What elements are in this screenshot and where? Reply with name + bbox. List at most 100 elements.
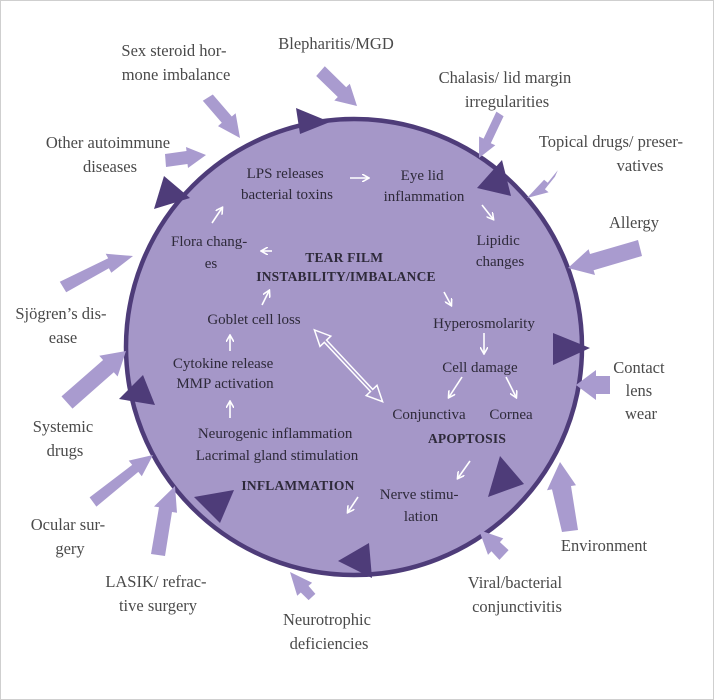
step-line: MMP activation bbox=[176, 376, 274, 392]
label-line: Neurotrophic bbox=[283, 610, 371, 629]
label-line: Sjögren’s dis- bbox=[15, 304, 106, 323]
label-sex-steroid: Sex steroid hor- mone imbalance bbox=[121, 41, 230, 84]
step-line: inflammation bbox=[384, 189, 465, 205]
flow-arrow bbox=[458, 460, 471, 478]
step-hyperosmolarity: Hyperosmolarity bbox=[433, 316, 535, 332]
factor-arrow bbox=[568, 240, 642, 275]
step-eyelid: Eye lid inflammation bbox=[384, 168, 465, 205]
step-line: Conjunctiva bbox=[392, 407, 466, 423]
step-goblet: Goblet cell loss bbox=[207, 312, 300, 328]
label-line: Contact bbox=[613, 358, 665, 377]
label-viral-bacterial: Viral/bacterial conjunctivitis bbox=[468, 573, 566, 616]
factor-arrow bbox=[576, 370, 610, 400]
label-allergy: Allergy bbox=[609, 213, 660, 232]
label-line: ease bbox=[49, 328, 77, 347]
label-ocular-surgery: Ocular sur- gery bbox=[31, 515, 109, 558]
label-topical-drugs: Topical drugs/ preser- vatives bbox=[539, 132, 687, 175]
step-line: Hyperosmolarity bbox=[433, 316, 535, 332]
factor-arrow bbox=[547, 462, 578, 532]
label-line: Sex steroid hor- bbox=[121, 41, 226, 60]
vicious-cycle-circle bbox=[123, 116, 585, 578]
label-blepharitis: Blepharitis/MGD bbox=[278, 34, 394, 53]
flow-arrow bbox=[505, 376, 516, 397]
label-line: Viral/bacterial bbox=[468, 573, 563, 592]
label-line: vatives bbox=[617, 156, 664, 175]
cycle-arrowhead bbox=[488, 456, 524, 497]
inner-flow-arrows bbox=[211, 178, 516, 512]
flow-arrow bbox=[261, 291, 269, 306]
step-line: INFLAMMATION bbox=[241, 478, 354, 493]
flow-arrow bbox=[348, 496, 359, 512]
step-line: Goblet cell loss bbox=[207, 312, 300, 328]
label-line: Ocular sur- bbox=[31, 515, 105, 534]
step-line: Neurogenic inflammation bbox=[198, 426, 353, 442]
flow-arrow bbox=[443, 291, 451, 305]
factor-arrow bbox=[61, 351, 126, 409]
factor-arrow bbox=[479, 111, 504, 158]
factor-arrow bbox=[202, 94, 240, 138]
label-sjogrens: Sjögren’s dis- ease bbox=[15, 304, 110, 347]
double-headed-arrow bbox=[313, 328, 384, 403]
factor-arrow bbox=[89, 455, 153, 507]
step-line: LPS releases bbox=[247, 166, 324, 182]
label-line: drugs bbox=[47, 441, 84, 460]
label-line: wear bbox=[625, 404, 658, 423]
step-line: APOPTOSIS bbox=[428, 431, 506, 446]
cycle-arrowheads bbox=[119, 108, 590, 578]
factor-arrows bbox=[59, 66, 642, 601]
step-cornea: Cornea bbox=[489, 407, 533, 423]
factor-arrow bbox=[527, 170, 558, 198]
step-lps: LPS releases bacterial toxins bbox=[241, 166, 333, 203]
label-line: LASIK/ refrac- bbox=[105, 572, 206, 591]
step-line: lation bbox=[404, 509, 439, 525]
label-line: tive surgery bbox=[119, 596, 198, 615]
label-chalasis: Chalasis/ lid margin irregularities bbox=[439, 68, 576, 111]
step-line: Flora chang- bbox=[171, 234, 247, 250]
step-nerve: Nerve stimu- lation bbox=[380, 487, 462, 525]
cycle-arrowhead bbox=[119, 375, 155, 405]
step-line: Eye lid bbox=[401, 168, 444, 184]
factor-arrow bbox=[59, 253, 133, 293]
label-line: Other autoimmune bbox=[46, 133, 170, 152]
label-neurotrophic: Neurotrophic deficiencies bbox=[283, 610, 375, 653]
step-line: Lacrimal gland stimulation bbox=[196, 448, 359, 464]
step-flora: Flora chang- es bbox=[171, 234, 251, 272]
step-lipidic: Lipidic changes bbox=[476, 233, 524, 270]
step-tear-film: TEAR FILM INSTABILITY/IMBALANCE bbox=[256, 250, 436, 284]
factor-arrow bbox=[290, 572, 316, 601]
step-line: Cornea bbox=[489, 407, 533, 423]
step-cell-damage: Cell damage bbox=[442, 360, 518, 376]
label-line: lens bbox=[626, 381, 653, 400]
cycle-arrowhead bbox=[154, 176, 190, 209]
label-contact-lens: Contact lens wear bbox=[613, 358, 668, 423]
step-line: Nerve stimu- bbox=[380, 487, 459, 503]
cycle-arrowhead bbox=[553, 333, 590, 365]
flow-arrow bbox=[481, 204, 493, 219]
label-line: gery bbox=[55, 539, 85, 558]
label-line: deficiencies bbox=[290, 634, 369, 653]
label-line: diseases bbox=[83, 157, 137, 176]
label-line: Topical drugs/ preser- bbox=[539, 132, 683, 151]
cycle-arrowhead bbox=[296, 108, 330, 134]
step-line: changes bbox=[476, 254, 524, 270]
label-systemic-drugs: Systemic drugs bbox=[33, 417, 98, 460]
label-line: Systemic bbox=[33, 417, 94, 436]
factor-arrow bbox=[151, 486, 177, 556]
step-line: Lipidic bbox=[476, 233, 520, 249]
label-line: conjunctivitis bbox=[472, 597, 562, 616]
step-line: TEAR FILM bbox=[305, 250, 383, 265]
step-line: es bbox=[205, 256, 218, 272]
step-line: Cell damage bbox=[442, 360, 518, 376]
factor-arrow bbox=[165, 147, 206, 168]
step-line: bacterial toxins bbox=[241, 187, 333, 203]
step-apoptosis: APOPTOSIS bbox=[428, 431, 506, 446]
label-line: Blepharitis/MGD bbox=[278, 34, 394, 53]
factor-arrow bbox=[479, 530, 509, 560]
step-conjunctiva: Conjunctiva bbox=[392, 407, 466, 423]
cycle-arrowhead bbox=[194, 490, 234, 523]
step-neurogenic: Neurogenic inflammation Lacrimal gland s… bbox=[196, 426, 359, 464]
label-line: mone imbalance bbox=[122, 65, 231, 84]
flow-arrow bbox=[449, 376, 463, 397]
